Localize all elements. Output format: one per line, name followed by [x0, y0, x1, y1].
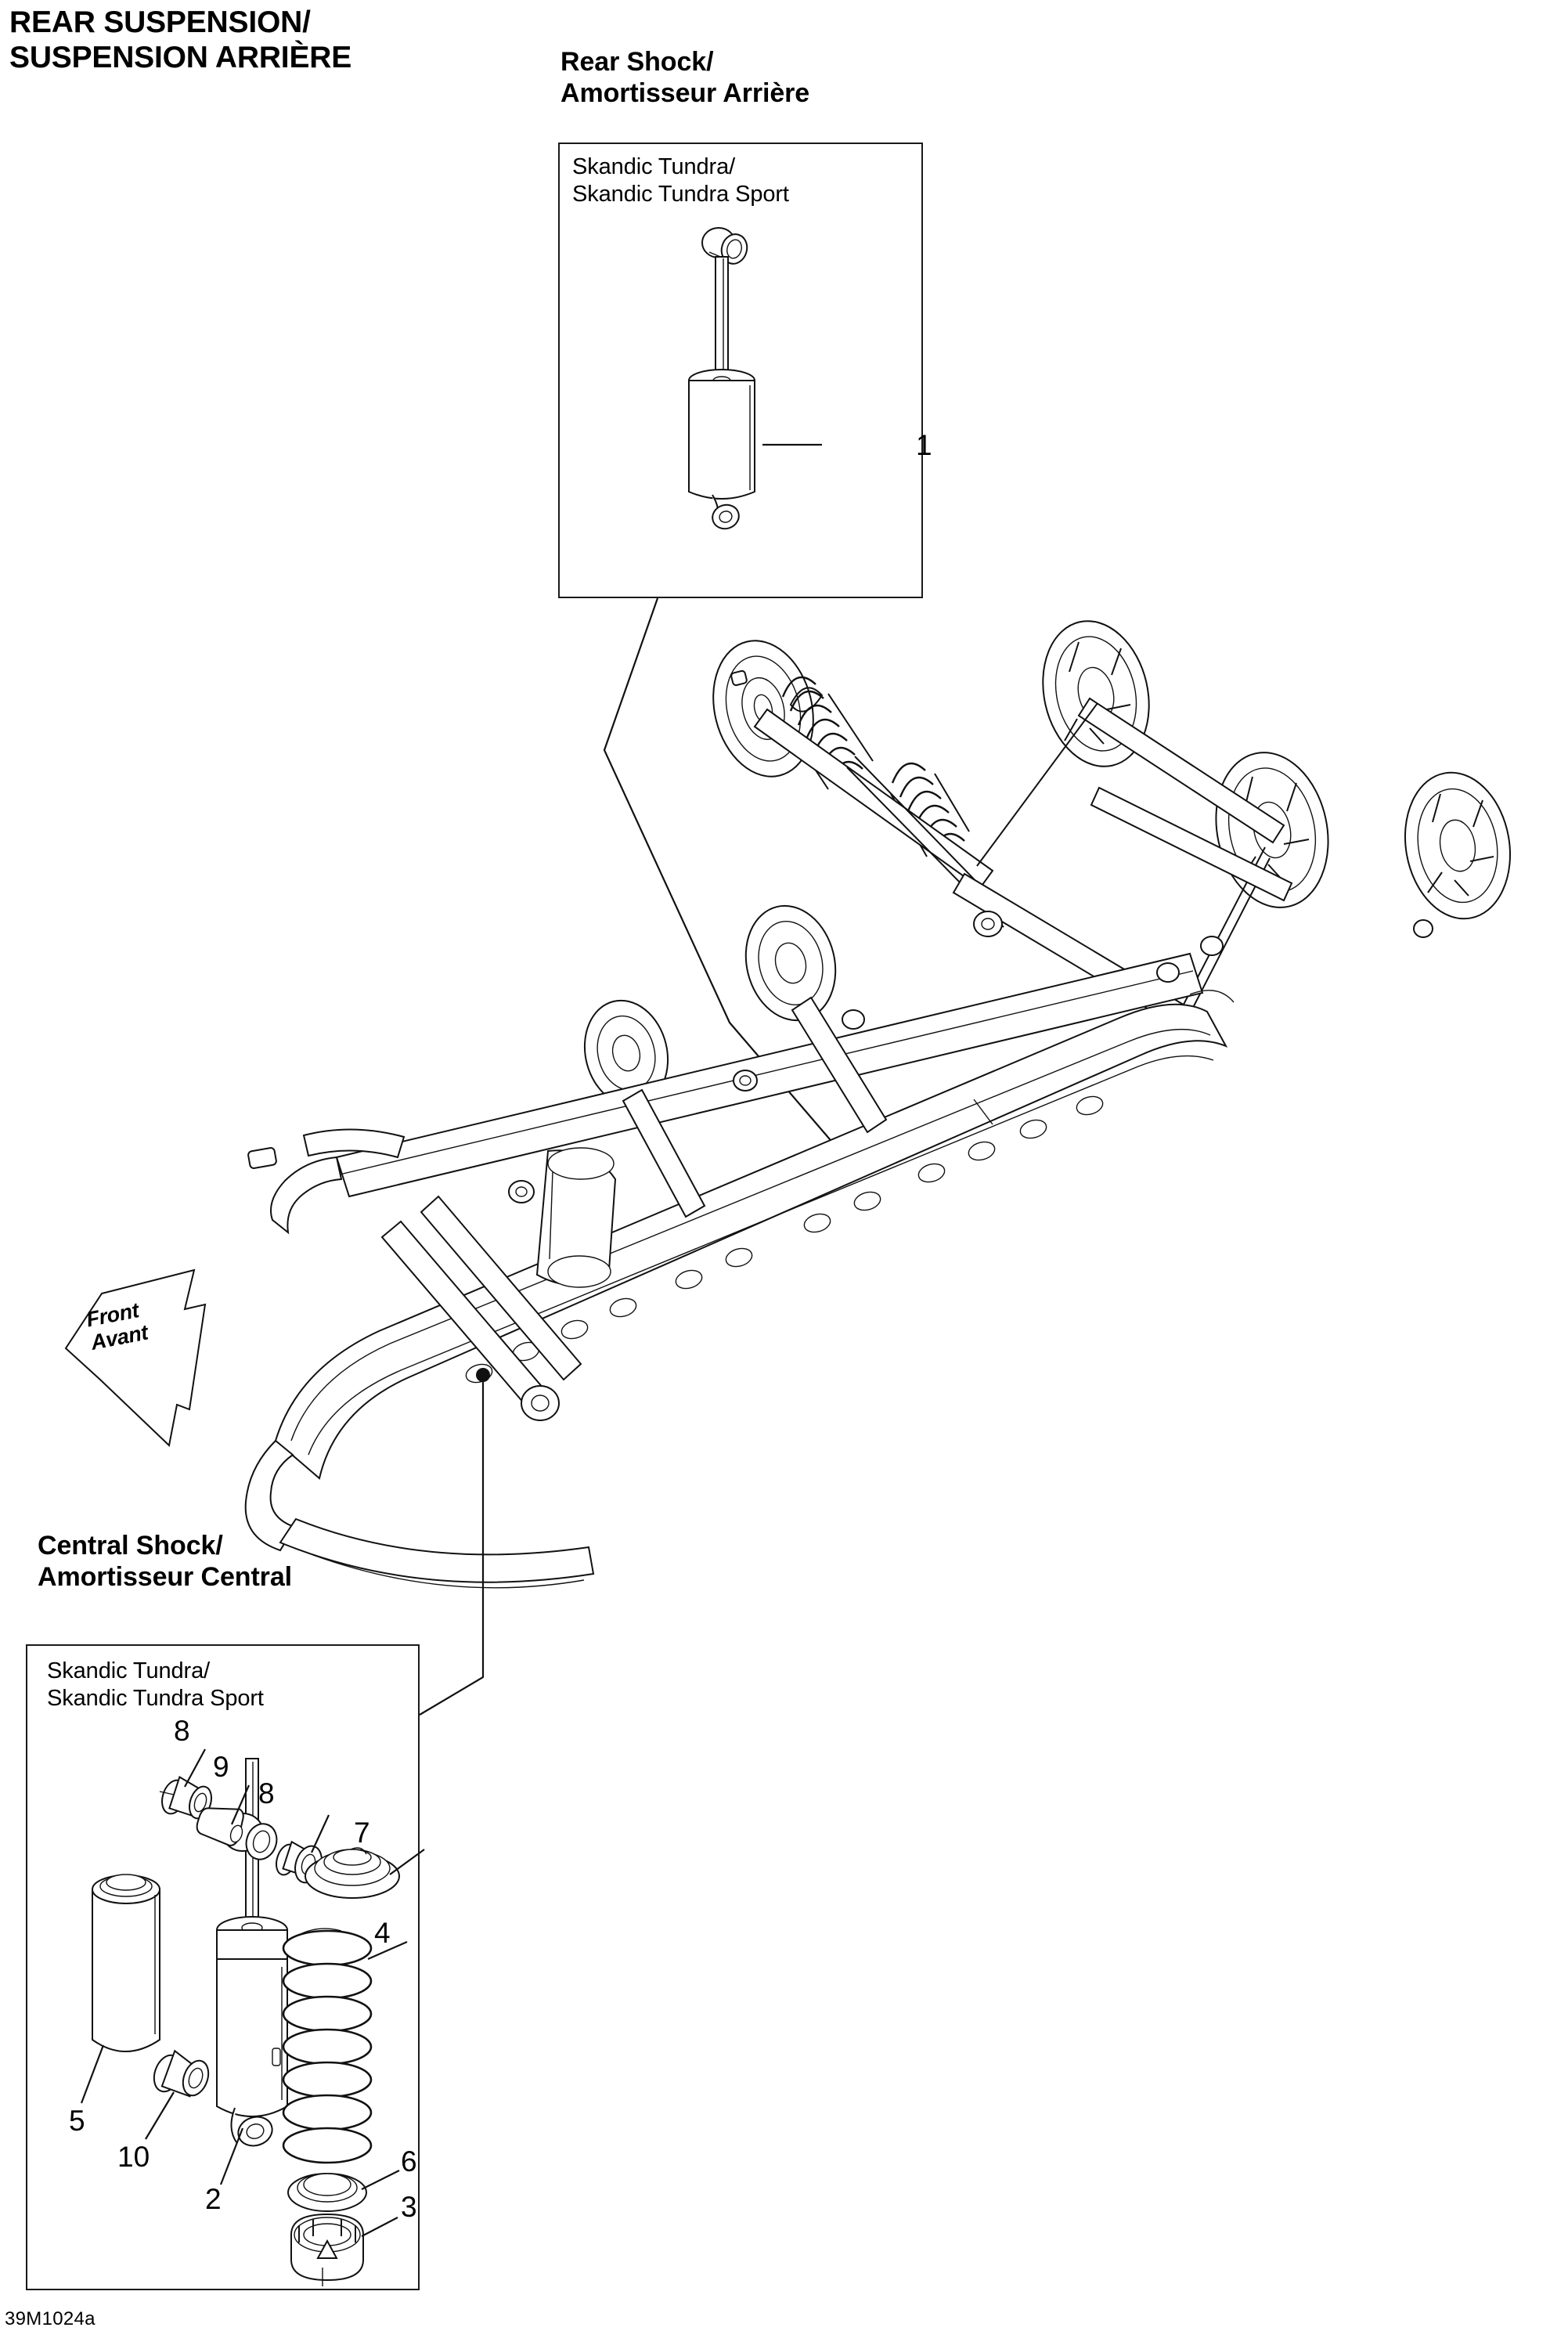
callout-1: 1 [916, 429, 932, 461]
callout-6: 6 [401, 2145, 417, 2178]
page-title: REAR SUSPENSION/ SUSPENSION ARRIÈRE [9, 5, 352, 75]
central-shock-model-note: Skandic Tundra/ Skandic Tundra Sport [47, 1658, 264, 1712]
central-shock-heading: Central Shock/ Amortisseur Central [38, 1531, 292, 1592]
rear-shock-model-note: Skandic Tundra/ Skandic Tundra Sport [572, 154, 789, 207]
callout-3: 3 [401, 2191, 417, 2223]
callout-8-upper-left: 8 [174, 1715, 190, 1747]
rear-shock-panel [558, 143, 923, 598]
callout-5: 5 [69, 2105, 85, 2137]
callout-4: 4 [374, 1917, 391, 1949]
callout-8-upper-right: 8 [258, 1777, 275, 1810]
rear-shock-heading: Rear Shock/ Amortisseur Arrière [561, 47, 810, 108]
drawing-reference-code: 39M1024a [5, 2308, 96, 2329]
callout-7: 7 [354, 1817, 370, 1849]
callout-2: 2 [205, 2183, 222, 2215]
callout-10: 10 [117, 2141, 150, 2173]
callout-9: 9 [213, 1751, 229, 1783]
